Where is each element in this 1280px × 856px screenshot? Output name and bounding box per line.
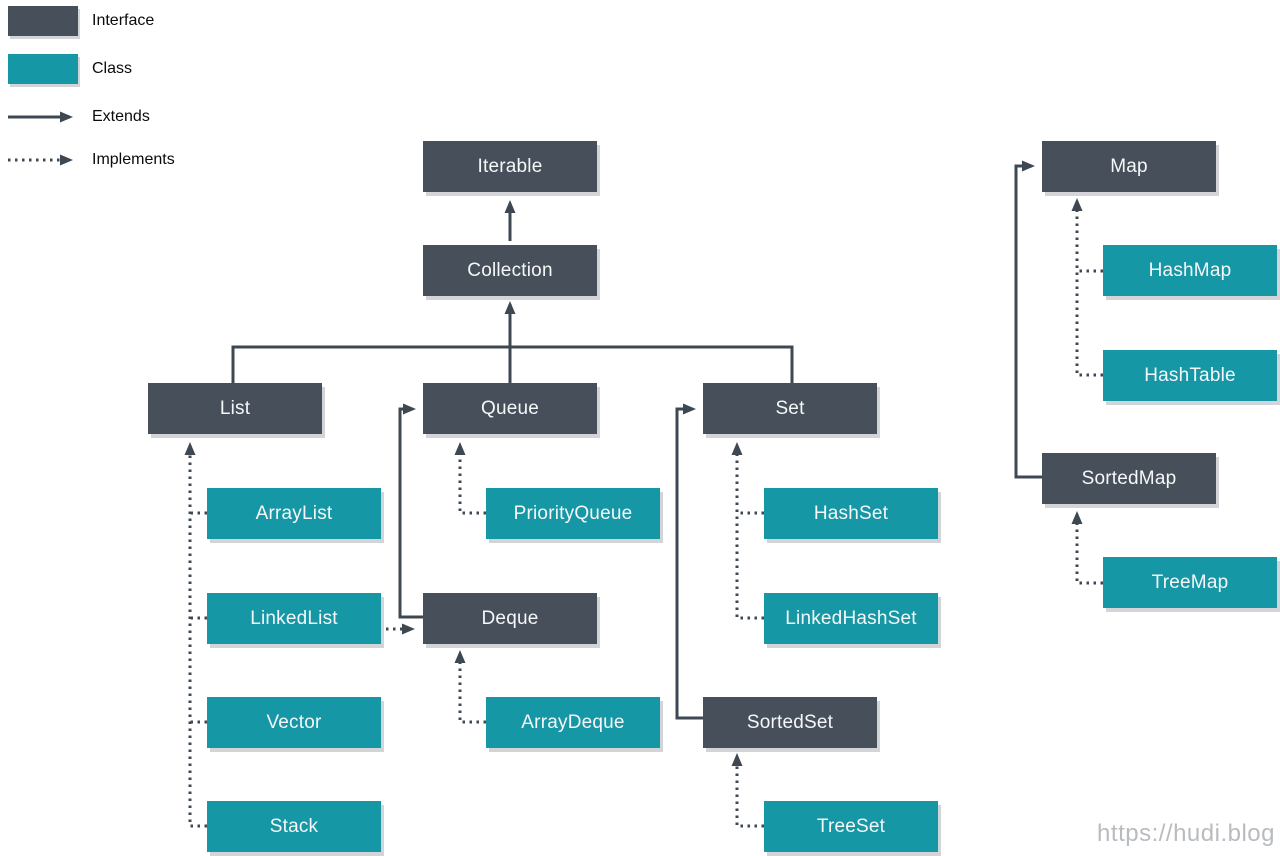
edge-arraydeque-implements-deque <box>454 650 486 724</box>
node-iterable: Iterable <box>423 141 597 192</box>
node-linkedhashset: LinkedHashSet <box>764 593 938 644</box>
edge-treeset-implements-sortedset <box>731 753 764 828</box>
edge-branch-bar-list-queue-set <box>231 345 794 383</box>
legend-class-label: Class <box>92 60 133 77</box>
legend-implements-label: Implements <box>92 151 175 168</box>
node-hashtable: HashTable <box>1103 350 1277 401</box>
edge-map-implementors-trunk <box>1071 198 1103 377</box>
legend-interface-swatch <box>8 6 78 36</box>
node-arraydeque: ArrayDeque <box>486 697 660 748</box>
legend-extends-label: Extends <box>92 108 150 125</box>
edge-deque-extends-queue <box>398 403 423 619</box>
legend-class-swatch <box>8 54 78 84</box>
node-sortedset: SortedSet <box>703 697 877 748</box>
edge-set-implementors-trunk <box>731 442 764 620</box>
node-treeset: TreeSet <box>764 801 938 852</box>
edge-sortedmap-extends-map <box>1014 160 1042 479</box>
node-stack: Stack <box>207 801 381 852</box>
node-collection: Collection <box>423 245 597 296</box>
node-priorityqueue: PriorityQueue <box>486 488 660 539</box>
watermark-url: https://hudi.blog <box>1097 820 1275 847</box>
node-map: Map <box>1042 141 1216 192</box>
node-arraylist: ArrayList <box>207 488 381 539</box>
edge-sortedset-extends-set <box>675 403 703 720</box>
node-sortedmap: SortedMap <box>1042 453 1216 504</box>
node-hashmap: HashMap <box>1103 245 1277 296</box>
legend-interface-label: Interface <box>92 12 155 29</box>
edge-list-implementors-trunk <box>184 442 207 828</box>
node-set: Set <box>703 383 877 434</box>
node-linkedlist: LinkedList <box>207 593 381 644</box>
node-hashset: HashSet <box>764 488 938 539</box>
node-deque: Deque <box>423 593 597 644</box>
edge-priorityqueue-implements-queue <box>454 442 486 515</box>
node-treemap: TreeMap <box>1103 557 1277 608</box>
edge-treemap-implements-sortedmap <box>1071 511 1103 585</box>
node-list: List <box>148 383 322 434</box>
node-vector: Vector <box>207 697 381 748</box>
node-queue: Queue <box>423 383 597 434</box>
